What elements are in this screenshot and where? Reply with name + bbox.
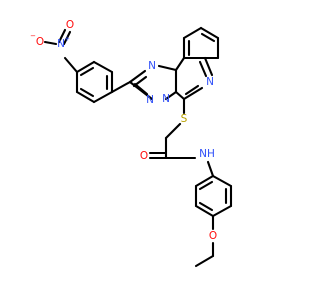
bond <box>174 56 186 72</box>
bond <box>92 60 114 74</box>
thioether-s: S <box>181 113 188 125</box>
bond <box>194 254 215 268</box>
bond <box>57 28 67 44</box>
bond <box>75 60 96 74</box>
nitro-o-minus-label: O − <box>30 32 44 48</box>
bond <box>198 201 214 212</box>
bond <box>198 60 208 78</box>
nitro-n-charge: + <box>64 35 70 43</box>
bond <box>174 90 186 101</box>
bond <box>164 122 182 140</box>
bond <box>211 204 233 218</box>
nitro-n-plus-label: N + <box>57 35 70 50</box>
bond <box>79 66 95 77</box>
bond <box>200 32 216 43</box>
bond <box>128 80 154 101</box>
bond <box>211 174 233 188</box>
bond <box>182 26 203 40</box>
bond <box>133 82 149 96</box>
carbonyl-o: O <box>140 150 148 162</box>
bond <box>203 56 214 77</box>
bond <box>79 87 95 98</box>
bond <box>92 90 114 104</box>
nitro-o-charge: − <box>30 32 36 40</box>
bond <box>157 64 178 72</box>
bond <box>43 40 58 46</box>
triazole-n1: N <box>148 60 156 72</box>
bond <box>206 160 215 178</box>
triazole-n2: N <box>146 94 154 106</box>
ether-o: O <box>209 230 217 242</box>
amide-n: N <box>199 148 207 160</box>
nitro-o-double: O <box>66 19 74 31</box>
triazole-n3: N <box>162 93 170 105</box>
quinazoline-n: N <box>206 76 214 88</box>
bond <box>75 90 96 104</box>
bond <box>164 90 178 101</box>
bond <box>110 80 132 94</box>
bond <box>128 69 147 84</box>
amide-nh-label: N H <box>199 148 215 160</box>
bond <box>194 174 215 188</box>
nitro-n-plus: N <box>57 38 65 50</box>
molecule-structure: O − N + O N N N N S O N H O <box>30 19 233 268</box>
bond <box>63 56 79 74</box>
amide-h: H <box>207 148 215 160</box>
nitro-o-minus: O <box>36 36 44 48</box>
bond <box>194 204 215 218</box>
bond-layer <box>43 26 233 268</box>
bond <box>184 84 200 96</box>
bond <box>62 30 72 46</box>
atom-label-layer: O − N + O N N N N S O N H O <box>30 19 217 242</box>
bond <box>198 180 214 191</box>
bond <box>182 86 204 101</box>
bond <box>199 26 220 40</box>
